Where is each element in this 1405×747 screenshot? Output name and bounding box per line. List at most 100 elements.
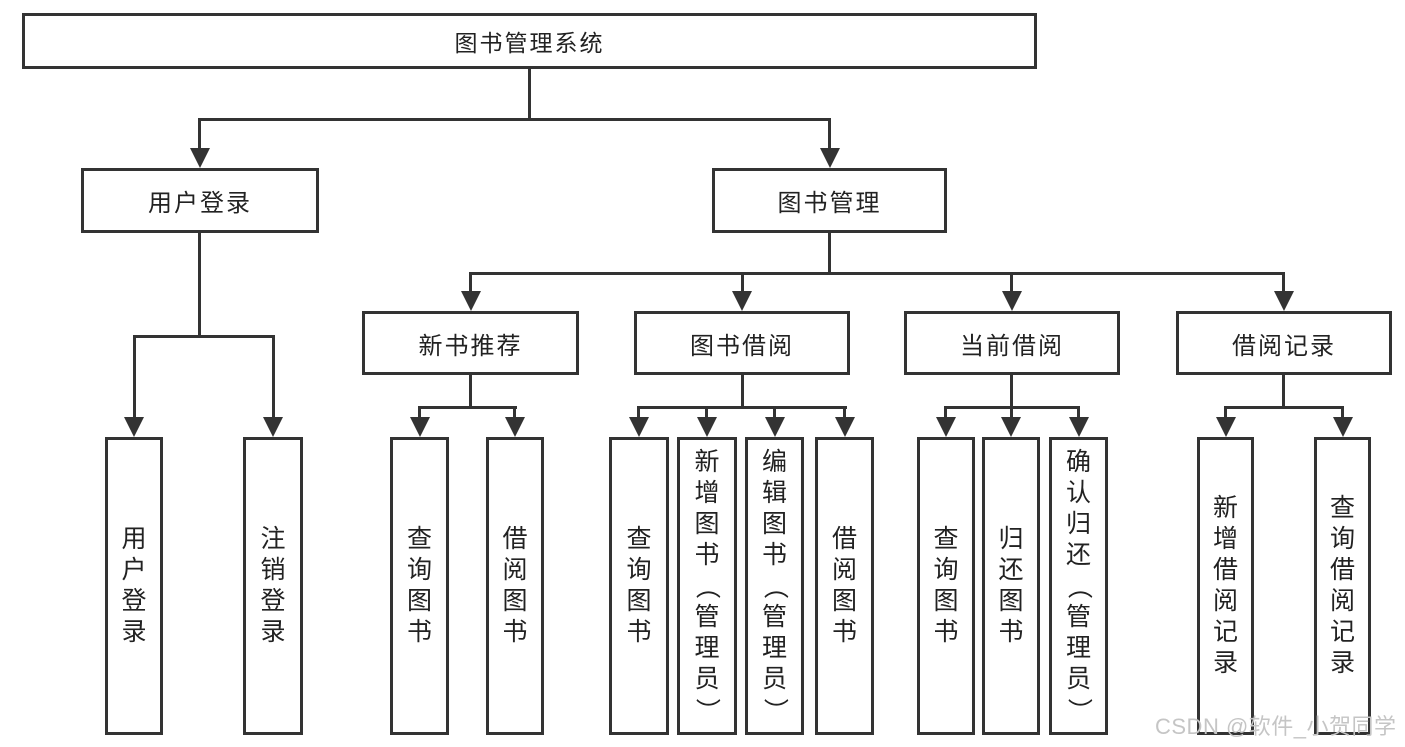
leaf-query-books-3: 查询图书 (917, 437, 975, 735)
connector-line (1010, 375, 1013, 409)
node-book-borrowing: 图书借阅 (634, 311, 850, 375)
leaf-label-char: 新 (694, 447, 720, 476)
leaf-label-char: 阅 (502, 556, 528, 584)
leaf-label-char: （ (760, 573, 789, 599)
arrowhead (629, 417, 649, 437)
leaf-label-char: 管 (694, 602, 720, 631)
arrowhead (410, 417, 430, 437)
arrowhead (835, 417, 855, 437)
connector-line (741, 272, 744, 296)
leaf-add-borrow-record: 新增借阅记录 (1197, 437, 1254, 735)
leaf-label-char: 图 (933, 587, 959, 615)
leaf-query-books-2-label: 查询图书 (626, 527, 651, 645)
leaf-label-char: 借 (1329, 556, 1355, 584)
connector-line (843, 406, 846, 419)
leaf-label-char: 归 (998, 525, 1024, 553)
leaf-add-book-admin-label: 新增图书（管理员） (693, 447, 722, 723)
leaf-label-char: 阅 (1212, 587, 1238, 615)
leaf-label-char: 增 (694, 478, 720, 507)
arrowhead (936, 417, 956, 437)
leaf-label-char: ） (693, 697, 722, 723)
arrowhead (732, 291, 752, 311)
leaf-label-char: 查 (406, 525, 432, 553)
leaf-logout: 注销登录 (243, 437, 303, 735)
leaf-label-char: 书 (626, 618, 652, 646)
connector-line (1341, 406, 1344, 419)
node-user-login: 用户登录 (81, 168, 319, 233)
leaf-label-char: 录 (260, 618, 286, 646)
leaf-user-login-label: 用户登录 (121, 527, 146, 645)
leaf-label-char: 还 (998, 556, 1024, 584)
leaf-label-char: 理 (694, 633, 720, 662)
leaf-label-char: 书 (406, 618, 432, 646)
node-borrowing-records: 借阅记录 (1176, 311, 1392, 375)
leaf-label-char: 理 (1065, 633, 1091, 662)
leaf-label-char: 查 (626, 525, 652, 553)
node-book-management-label: 图书管理 (777, 190, 882, 217)
leaf-query-borrow-record-label: 查询借阅记录 (1330, 496, 1355, 676)
leaf-label-char: 录 (1212, 649, 1238, 677)
leaf-label-char: 阅 (831, 556, 857, 584)
connector-line (637, 406, 847, 409)
leaf-edit-book-admin-label: 编辑图书（管理员） (760, 449, 789, 723)
leaf-edit-book-admin: 编辑图书（管理员） (745, 437, 804, 735)
arrowhead (505, 417, 525, 437)
connector-line (133, 335, 275, 338)
leaf-query-books-2: 查询图书 (609, 437, 669, 735)
arrowhead (1274, 291, 1294, 311)
leaf-query-borrow-record: 查询借阅记录 (1314, 437, 1371, 735)
connector-line (944, 406, 947, 419)
leaf-label-char: 书 (933, 618, 959, 646)
arrowhead (820, 148, 840, 168)
node-current-borrowing-label: 当前借阅 (960, 332, 1064, 360)
connector-line (1282, 272, 1285, 296)
connector-line (528, 69, 531, 118)
leaf-borrow-books-1-label: 借阅图书 (502, 527, 527, 645)
arrowhead (1216, 417, 1236, 437)
leaf-query-books-1-label: 查询图书 (407, 527, 432, 645)
connector-line (828, 118, 831, 152)
leaf-label-char: 录 (1329, 649, 1355, 677)
arrowhead (263, 417, 283, 437)
node-book-management: 图书管理 (712, 168, 947, 233)
leaf-label-char: 查 (933, 525, 959, 553)
leaf-label-char: 询 (406, 556, 432, 584)
connector-line (1010, 406, 1013, 419)
leaf-label-char: 借 (831, 525, 857, 553)
arrowhead (1001, 417, 1021, 437)
leaf-label-char: 书 (761, 540, 787, 569)
node-library-system: 图书管理系统 (22, 13, 1037, 69)
leaf-label-char: 阅 (1329, 587, 1355, 615)
leaf-label-char: 新 (1212, 494, 1238, 522)
leaf-label-char: 员 (1065, 664, 1091, 693)
leaf-borrow-books-2: 借阅图书 (815, 437, 874, 735)
leaf-label-char: （ (693, 573, 722, 599)
leaf-label-char: 理 (761, 633, 787, 662)
arrowhead (461, 291, 481, 311)
connector-line (513, 406, 516, 419)
leaf-label-char: ） (1064, 697, 1093, 723)
leaf-label-char: 书 (694, 540, 720, 569)
connector-line (272, 335, 275, 419)
node-borrowing-records-label: 借阅记录 (1232, 332, 1336, 360)
leaf-logout-label: 注销登录 (260, 527, 285, 645)
leaf-label-char: 辑 (761, 478, 787, 507)
leaf-label-char: ） (760, 697, 789, 723)
connector-line (198, 118, 831, 121)
leaf-confirm-return-admin-label: 确认归还（管理员） (1064, 449, 1093, 723)
leaf-label-char: 员 (761, 664, 787, 693)
leaf-label-char: 录 (121, 618, 147, 646)
connector-line (469, 272, 472, 296)
arrowhead (697, 417, 717, 437)
leaf-label-char: 用 (121, 525, 147, 553)
leaf-add-borrow-record-label: 新增借阅记录 (1213, 496, 1238, 676)
arrowhead (1333, 417, 1353, 437)
leaf-label-char: 书 (502, 618, 528, 646)
leaf-return-books: 归还图书 (982, 437, 1040, 735)
leaf-label-char: 图 (998, 587, 1024, 615)
leaf-label-char: 登 (121, 587, 147, 615)
node-current-borrowing: 当前借阅 (904, 311, 1120, 375)
leaf-query-books-3-label: 查询图书 (933, 527, 958, 645)
connector-line (1077, 406, 1080, 419)
